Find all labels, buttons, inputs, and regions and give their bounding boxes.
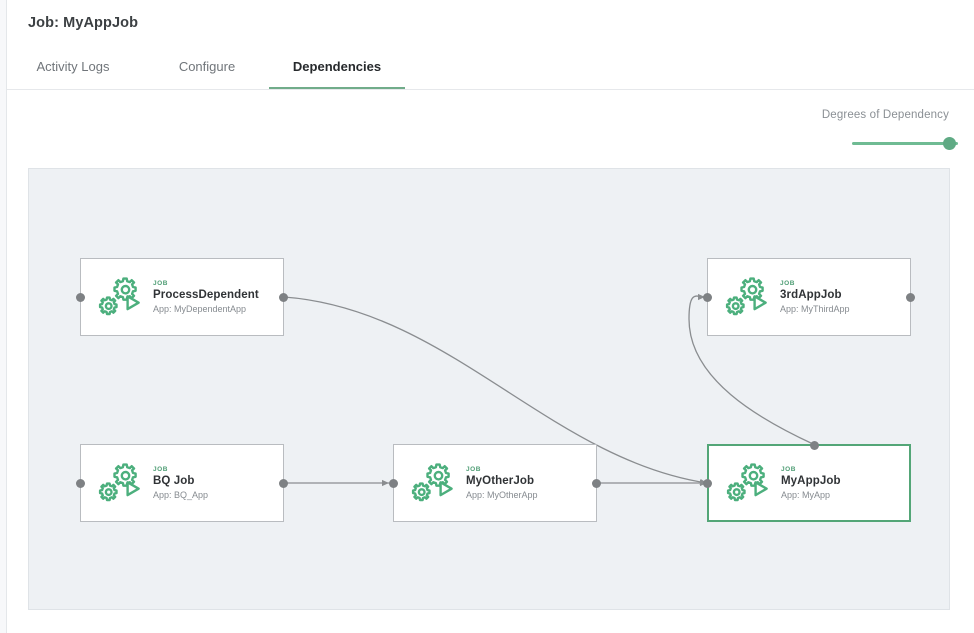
- tab-bar: Activity Logs Configure Dependencies: [7, 52, 974, 90]
- node-text: JOB ProcessDependent App: MyDependentApp: [153, 279, 259, 316]
- node-input-connector-dot[interactable]: [389, 479, 398, 488]
- graph-node-process-dependent[interactable]: JOB ProcessDependent App: MyDependentApp: [76, 258, 288, 336]
- degrees-of-dependency-slider[interactable]: [852, 136, 958, 152]
- node-input-connector-dot[interactable]: [76, 293, 85, 302]
- job-gears-play-icon: [98, 277, 140, 316]
- node-content: JOB BQ Job App: BQ_App: [81, 445, 283, 521]
- node-title: BQ Job: [153, 474, 195, 487]
- node-subtitle: App: MyThirdApp: [780, 303, 850, 314]
- node-text: JOB BQ Job App: BQ_App: [153, 465, 208, 502]
- node-title: ProcessDependent: [153, 288, 259, 301]
- node-content: JOB ProcessDependent App: MyDependentApp: [81, 259, 283, 335]
- graph-node-third-app-job[interactable]: JOB 3rdAppJob App: MyThirdApp: [703, 258, 915, 336]
- node-output-connector-dot[interactable]: [592, 479, 601, 488]
- node-kicker: JOB: [781, 465, 797, 473]
- tab-activity-logs[interactable]: Activity Logs: [19, 52, 127, 90]
- node-output-connector-dot[interactable]: [906, 293, 915, 302]
- node-kicker: JOB: [780, 279, 796, 287]
- node-title: MyAppJob: [781, 474, 841, 487]
- node-output-connector-dot[interactable]: [279, 293, 288, 302]
- tab-dependencies[interactable]: Dependencies: [269, 52, 405, 90]
- node-content: JOB MyAppJob App: MyApp: [709, 446, 909, 520]
- graph-node-my-app-job[interactable]: JOB MyAppJob App: MyApp: [703, 441, 911, 522]
- tab-label: Activity Logs: [36, 59, 110, 74]
- graph-node-my-other-job[interactable]: JOB MyOtherJob App: MyOtherApp: [389, 444, 601, 522]
- edge-my-app-job-to-third-app-job: [688, 293, 814, 445]
- node-text: JOB MyOtherJob App: MyOtherApp: [466, 465, 538, 502]
- job-gears-play-icon: [411, 463, 453, 502]
- node-text: JOB MyAppJob App: MyApp: [781, 465, 841, 502]
- node-subtitle: App: MyApp: [781, 489, 831, 500]
- node-title: MyOtherJob: [466, 474, 535, 487]
- job-gears-play-icon: [726, 463, 768, 502]
- node-input-connector-dot[interactable]: [703, 293, 712, 302]
- node-top-connector-dot[interactable]: [810, 441, 819, 450]
- node-text: JOB 3rdAppJob App: MyThirdApp: [780, 279, 850, 316]
- dependency-graph-canvas[interactable]: JOB ProcessDependent App: MyDependentApp: [28, 168, 950, 610]
- job-gears-play-icon: [725, 277, 767, 316]
- job-gears-play-icon: [98, 463, 140, 502]
- page-card: Job: MyAppJob Activity Logs Configure De…: [6, 0, 974, 633]
- page-title: Job: MyAppJob: [28, 15, 139, 31]
- node-input-connector-dot[interactable]: [76, 479, 85, 488]
- node-subtitle: App: BQ_App: [153, 489, 209, 500]
- tab-label: Configure: [178, 59, 236, 74]
- degrees-of-dependency-label: Degrees of Dependency: [821, 109, 949, 121]
- node-output-connector-dot[interactable]: [279, 479, 288, 488]
- node-kicker: JOB: [153, 279, 169, 287]
- node-content: JOB MyOtherJob App: MyOtherApp: [394, 445, 596, 521]
- node-subtitle: App: MyOtherApp: [466, 489, 538, 500]
- node-kicker: JOB: [153, 465, 169, 473]
- node-kicker: JOB: [466, 465, 482, 473]
- node-input-connector-dot[interactable]: [703, 479, 712, 488]
- tab-configure[interactable]: Configure: [153, 52, 261, 90]
- slider-track[interactable]: [852, 142, 958, 145]
- graph-node-bq-job[interactable]: JOB BQ Job App: BQ_App: [76, 444, 288, 522]
- node-title: 3rdAppJob: [780, 288, 842, 301]
- node-subtitle: App: MyDependentApp: [153, 303, 247, 314]
- edge-process-dependent-to-my-app-job: [283, 296, 708, 486]
- tab-bar-divider: [7, 89, 974, 90]
- slider-thumb[interactable]: [943, 137, 956, 150]
- node-content: JOB 3rdAppJob App: MyThirdApp: [708, 259, 910, 335]
- tab-label: Dependencies: [292, 59, 382, 74]
- graph-edges: [283, 293, 814, 487]
